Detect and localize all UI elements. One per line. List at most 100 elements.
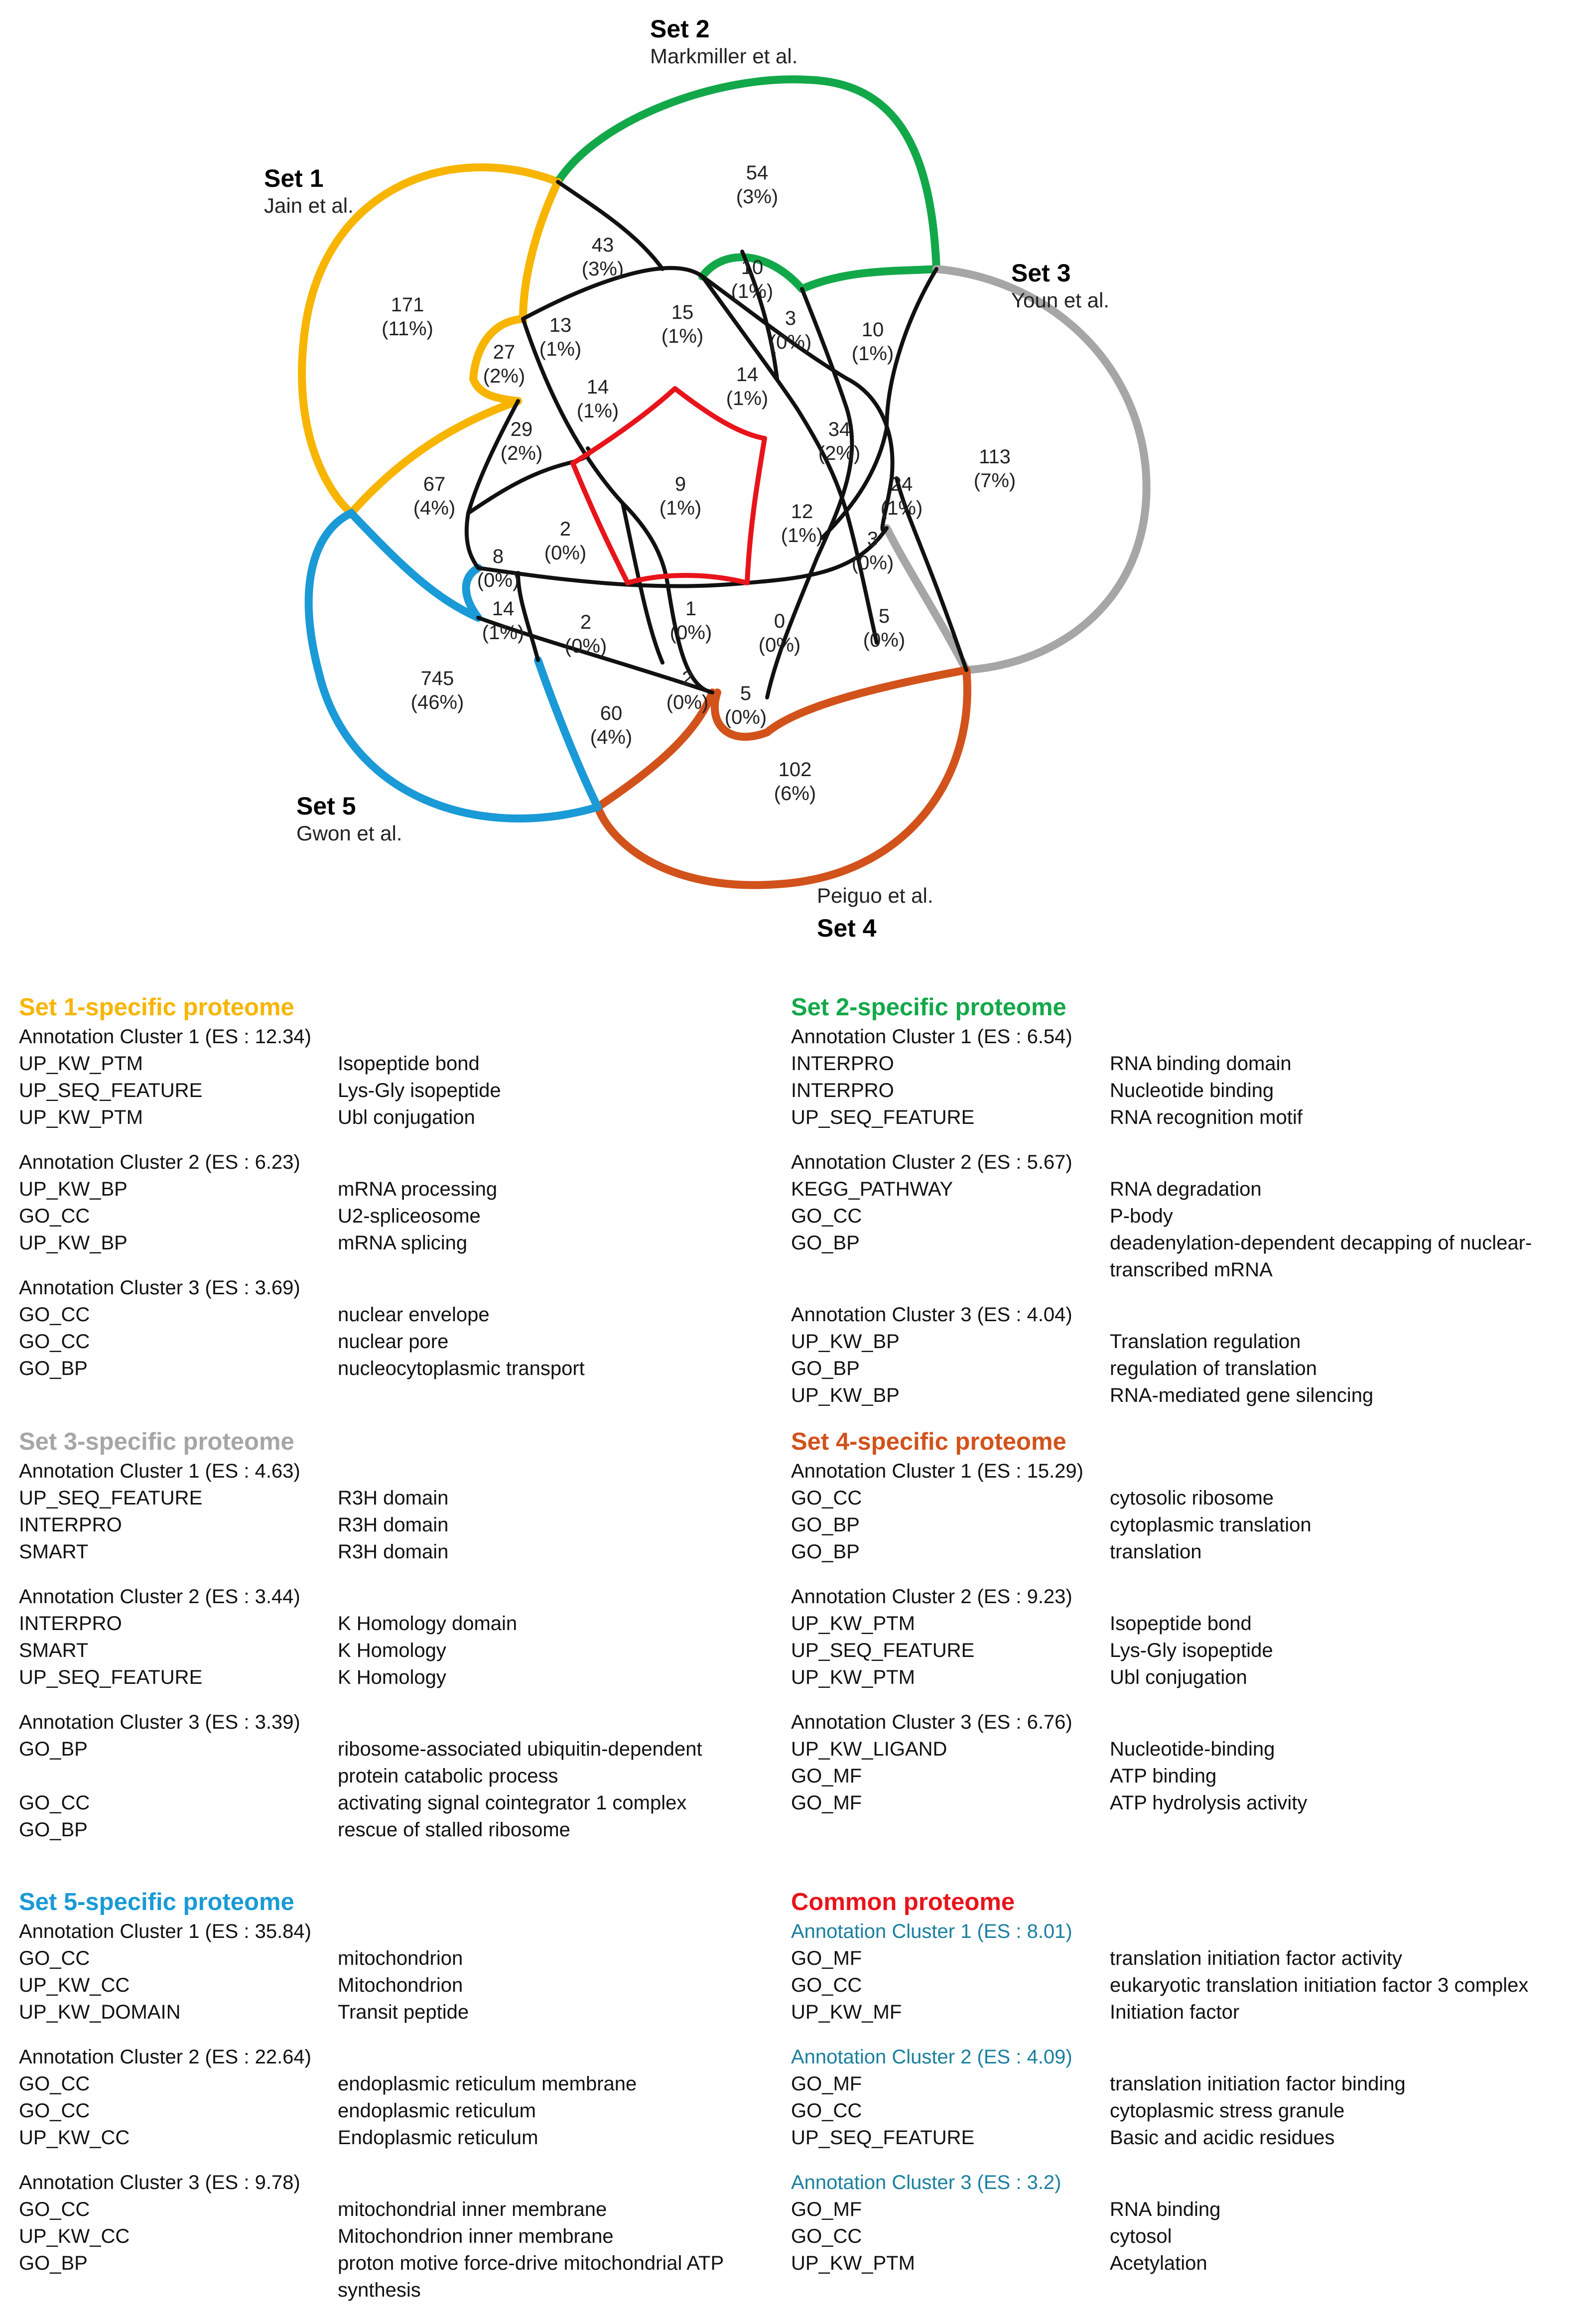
cluster-header: Annotation Cluster 3 (ES : 4.04) xyxy=(791,1304,1072,1326)
set-author: Youn et al. xyxy=(1011,288,1109,312)
region-label: 113(7%) xyxy=(974,446,1016,492)
annotation-category: KEGG_PATHWAY xyxy=(791,1178,953,1200)
annotation-term: mRNA processing xyxy=(338,1178,498,1200)
region-count: 102 xyxy=(779,759,812,781)
section-title: Set 2-specific proteome xyxy=(791,994,1066,1021)
annotation-term: rescue of stalled ribosome xyxy=(338,1819,570,1841)
annotation-term: cytoplasmic translation xyxy=(1110,1514,1312,1536)
annotation-term: endoplasmic reticulum xyxy=(338,2100,536,2122)
annotation-category: GO_CC xyxy=(19,1205,90,1227)
annotation-term: R3H domain xyxy=(338,1514,449,1536)
region-percent: (0%) xyxy=(670,622,712,644)
region-label: 14(1%) xyxy=(577,376,619,422)
annotation-term: K Homology domain xyxy=(338,1613,518,1635)
intersection-line xyxy=(521,266,895,533)
annotation-category: GO_BP xyxy=(791,1358,860,1379)
annotation-term: cytosol xyxy=(1110,2225,1172,2247)
region-count: 3 xyxy=(785,307,796,329)
cluster-header: Annotation Cluster 2 (ES : 5.67) xyxy=(791,1151,1072,1173)
cluster-spacer xyxy=(19,1131,766,1149)
annotation-term: Basic and acidic residues xyxy=(1110,2127,1335,2149)
set-title: Set 3 xyxy=(1011,259,1071,287)
region-label: 12(1%) xyxy=(781,501,823,547)
annotation-term: activating signal cointegrator 1 complex xyxy=(338,1792,687,1814)
set-author: Gwon et al. xyxy=(296,821,402,845)
set-author: Markmiller et al. xyxy=(650,44,797,68)
annotation-category: GO_CC xyxy=(19,1947,90,1969)
region-label: 54(3%) xyxy=(736,162,778,208)
annotation-category: INTERPRO xyxy=(19,1613,122,1635)
annotation-category: GO_BP xyxy=(19,1738,88,1760)
region-count: 10 xyxy=(862,319,884,341)
region-label: 27(2%) xyxy=(483,341,525,387)
annotation-category: UP_KW_DOMAIN xyxy=(19,2001,181,2023)
region-label: 0(0%) xyxy=(759,610,800,656)
cluster-spacer xyxy=(19,1256,766,1274)
annotation-category: UP_KW_PTM xyxy=(791,2252,915,2274)
annotation-row: UP_SEQ_FEATURE Lys-Gly isopeptide xyxy=(19,1077,766,1104)
annotation-term: eukaryotic translation initiation factor… xyxy=(1110,1974,1529,1996)
annotation-term: translation initiation factor activity xyxy=(1110,1947,1402,1969)
cluster-spacer xyxy=(791,1691,1538,1709)
region-percent: (0%) xyxy=(544,542,586,564)
annotation-category: GO_MF xyxy=(791,2198,862,2220)
annotation-category: UP_SEQ_FEATURE xyxy=(791,1640,975,1661)
annotation-category: UP_KW_BP xyxy=(19,1178,128,1200)
set1-outline xyxy=(298,163,562,519)
annotation-category: UP_SEQ_FEATURE xyxy=(19,1666,203,1688)
annotation-category: GO_CC xyxy=(19,1792,90,1814)
set2-outline xyxy=(554,75,941,293)
annotation-term: U2-spliceosome xyxy=(338,1205,481,1227)
cluster-spacer xyxy=(791,2026,1538,2044)
section-title: Set 1-specific proteome xyxy=(19,994,294,1021)
region-percent: (1%) xyxy=(482,622,524,644)
intersection-line xyxy=(556,180,664,271)
region-count: 3 xyxy=(867,528,878,550)
annotation-term: RNA degradation xyxy=(1110,1178,1262,1200)
annotation-category: UP_KW_MF xyxy=(791,2001,902,2023)
annotation-term: P-body xyxy=(1110,1205,1173,1227)
section-title: Set 4-specific proteome xyxy=(791,1428,1066,1455)
region-percent: (0%) xyxy=(852,552,894,574)
intersection-line xyxy=(700,274,849,515)
region-label: 14(1%) xyxy=(482,598,524,644)
region-count: 2 xyxy=(580,611,591,633)
annotation-category: UP_SEQ_FEATURE xyxy=(19,1487,203,1509)
cluster-header: Annotation Cluster 3 (ES : 3.2) xyxy=(791,2172,1061,2193)
annotation-cluster: Annotation Cluster 1 (ES : 4.63)UP_SEQ_F… xyxy=(19,1458,766,1565)
annotation-term: nuclear pore xyxy=(338,1331,449,1353)
annotation-category: GO_MF xyxy=(791,1792,862,1814)
region-count: 1 xyxy=(685,598,696,620)
section-title: Set 5-specific proteome xyxy=(19,1889,294,1915)
annotation-term: RNA binding domain xyxy=(1110,1053,1292,1075)
annotation-category: UP_KW_CC xyxy=(19,2127,130,2149)
region-count: 14 xyxy=(587,376,609,398)
annotation-category: GO_CC xyxy=(791,2100,862,2122)
region-count: 745 xyxy=(421,668,454,689)
region-label: 2(0%) xyxy=(544,518,586,564)
annotation-term: proton motive force-drive mitochondrial … xyxy=(338,2252,724,2301)
annotation-category: UP_SEQ_FEATURE xyxy=(19,1080,203,1101)
annotation-term: Lys-Gly isopeptide xyxy=(338,1080,501,1101)
